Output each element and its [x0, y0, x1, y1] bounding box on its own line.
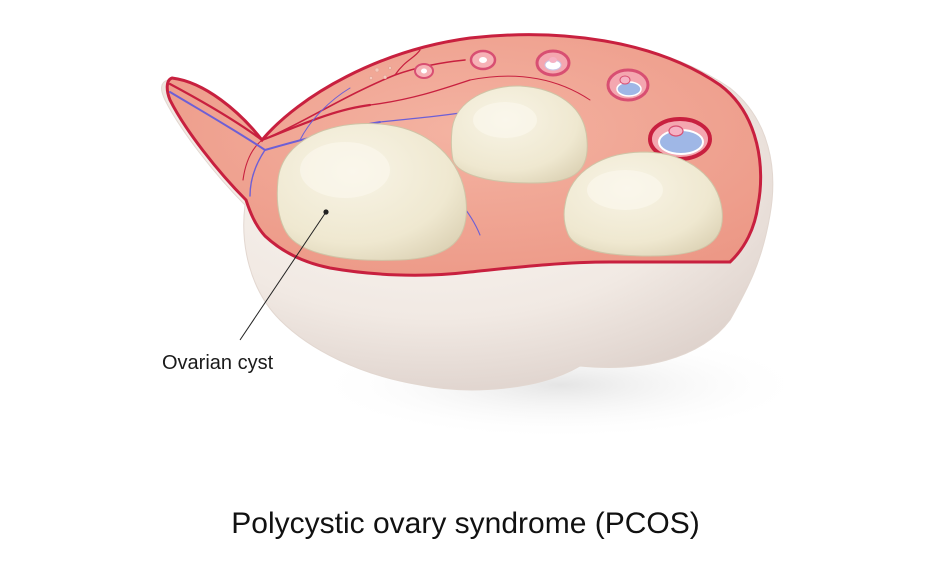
cyst-pointer-dot: [323, 209, 329, 215]
follicle-small-2: [469, 49, 497, 71]
follicle-medium-1: [535, 49, 571, 77]
cyst-top: [450, 85, 588, 184]
follicle-medium-2: [606, 68, 650, 102]
surface-dots: [369, 66, 392, 80]
ovarian-cyst-label: Ovarian cyst: [162, 352, 274, 374]
follicle-large: [648, 117, 712, 161]
cyst-right: [563, 151, 723, 257]
follicle-small-1: [414, 63, 434, 79]
cyst-leader-line: [239, 211, 327, 341]
diagram-title: Polycystic ovary syndrome (PCOS): [231, 507, 700, 540]
cyst-large: [276, 122, 467, 261]
